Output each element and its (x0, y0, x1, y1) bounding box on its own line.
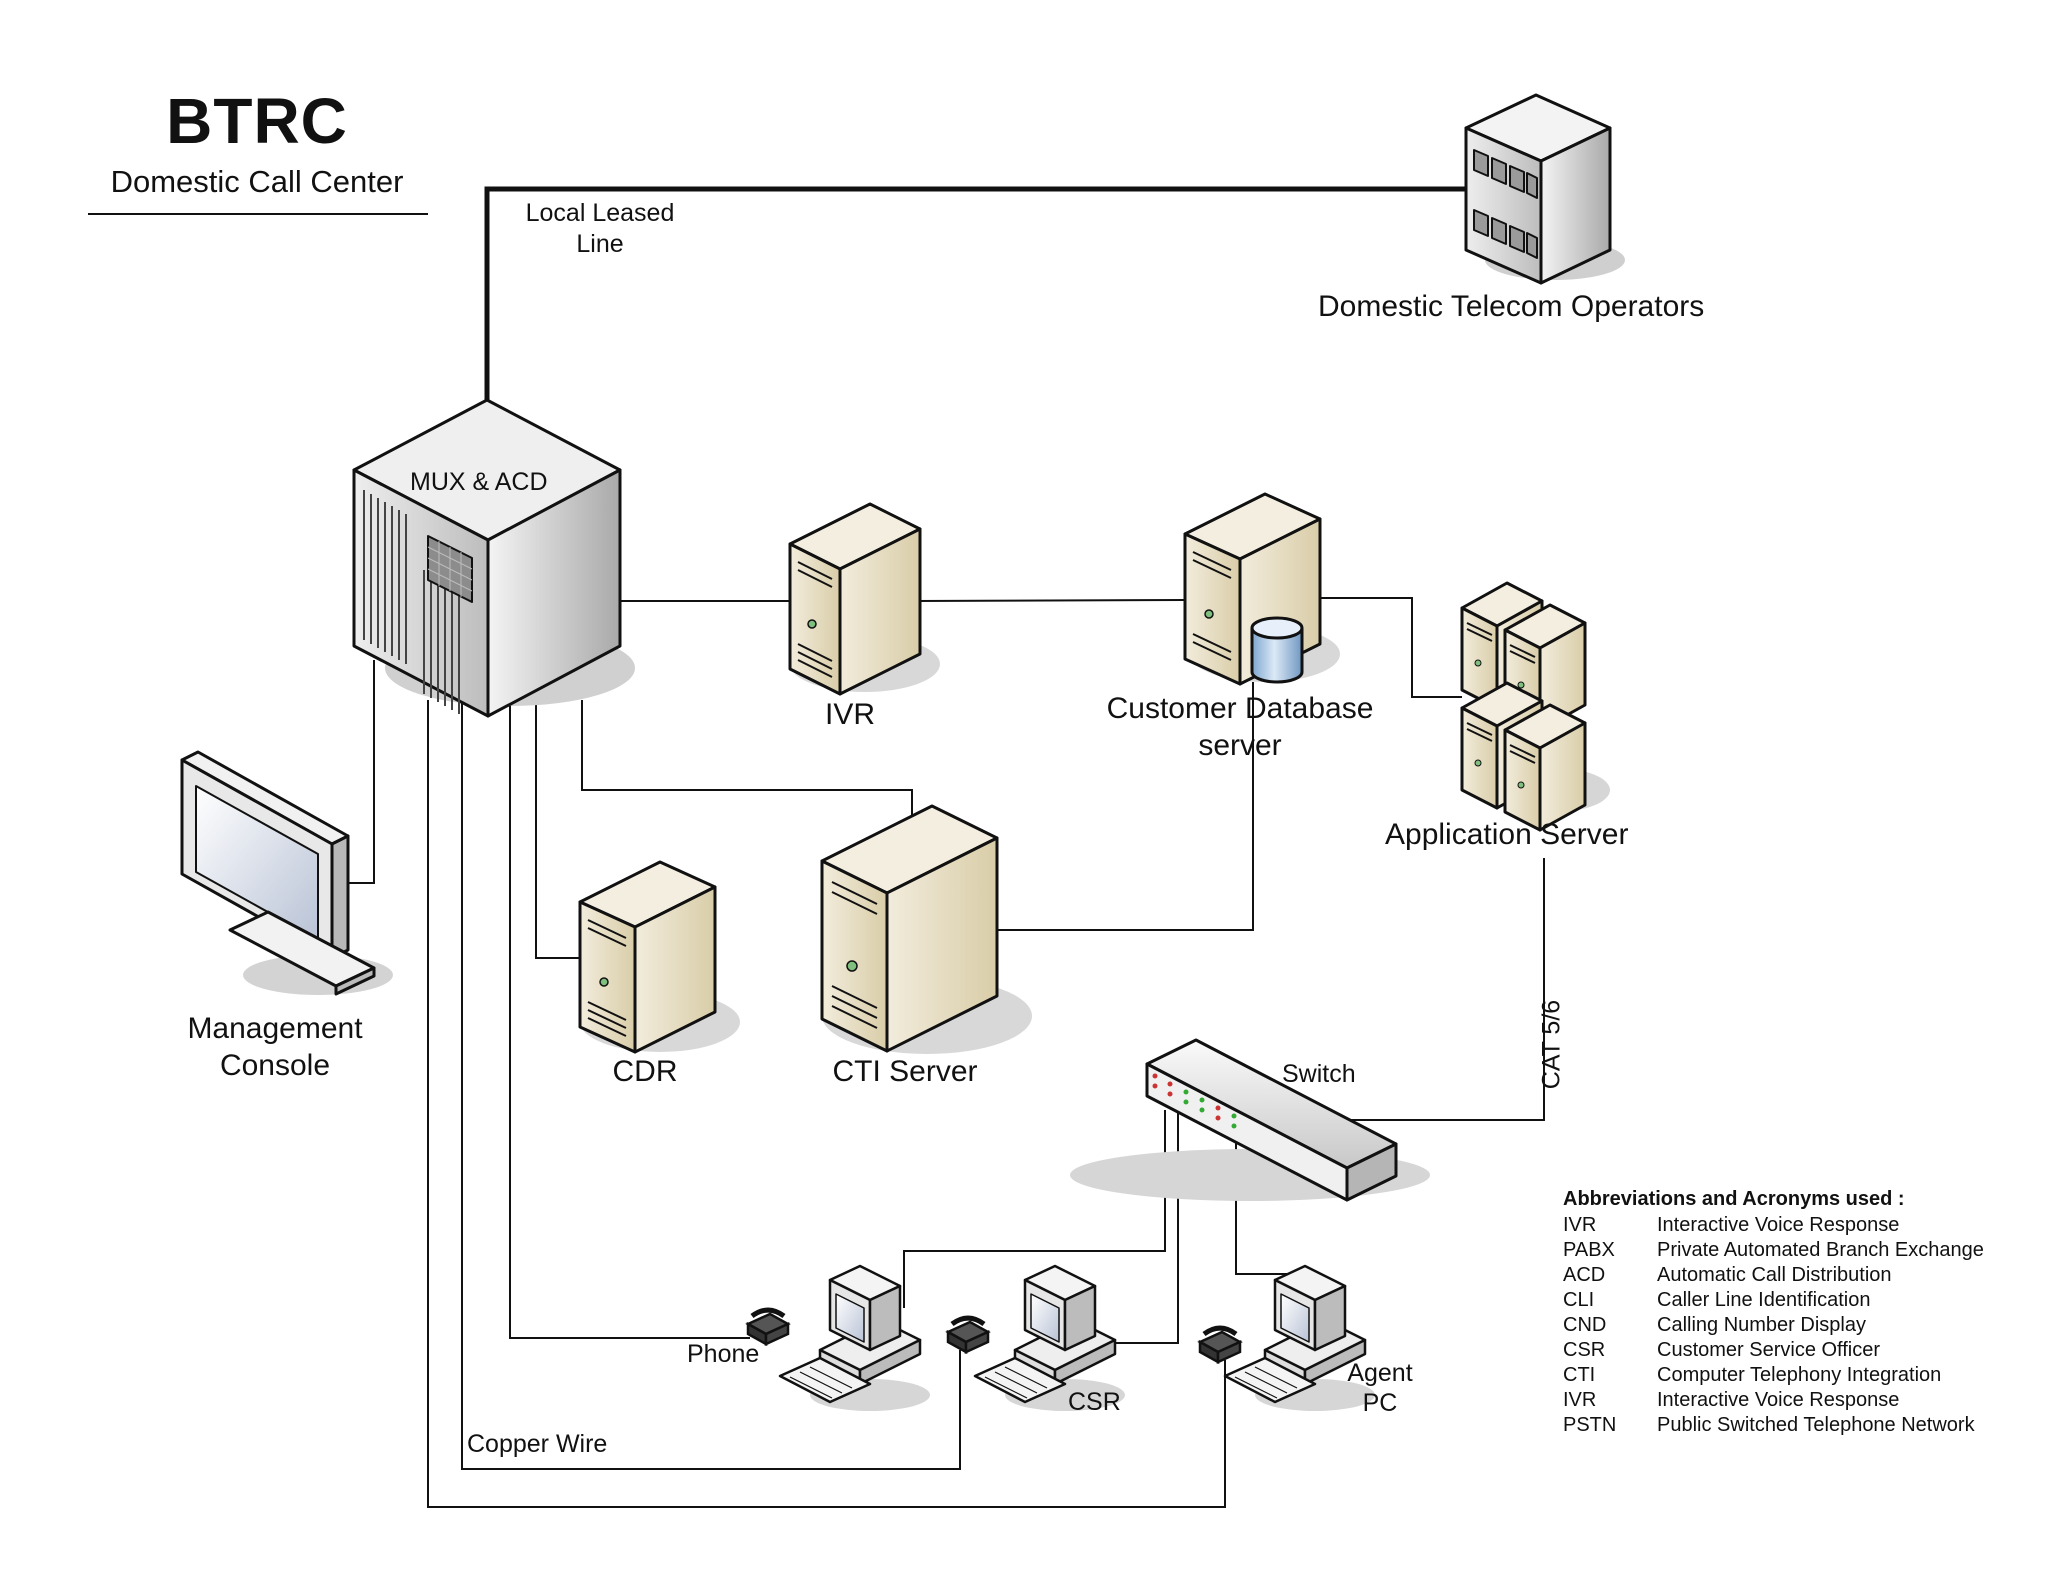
network-switch-icon (1070, 1038, 1430, 1202)
diagram-subtitle: Domestic Call Center (110, 164, 404, 199)
desk-phone-3-icon (1197, 1325, 1243, 1365)
link-app-switch (1340, 858, 1545, 1121)
cdr-label: CDR (612, 1055, 678, 1088)
legend-definition: Interactive Voice Response (1657, 1214, 1900, 1236)
database-label: Customer Database server (1106, 692, 1374, 762)
legend-abbr: IVR (1563, 1214, 1597, 1236)
phone-label: Phone (687, 1340, 760, 1368)
legend-definition: Computer Telephony Integration (1657, 1364, 1942, 1386)
legend-definition: Customer Service Officer (1657, 1339, 1881, 1361)
link-mux-console (344, 660, 375, 884)
link-switch-pc-2 (1105, 1110, 1179, 1344)
workstation-pc-1-icon (778, 1264, 930, 1411)
copper-wire-label: Copper Wire (467, 1430, 608, 1458)
legend-definition: Automatic Call Distribution (1657, 1264, 1892, 1286)
workstation-pc-3-icon (1223, 1264, 1375, 1411)
legend-row: CSR Customer Service Officer (1563, 1338, 2033, 1363)
legend-row: IVR Interactive Voice Response (1563, 1213, 2033, 1238)
switch-label: Switch (1282, 1060, 1356, 1088)
leased-line (484, 186, 1478, 402)
legend-abbr: CLI (1563, 1289, 1595, 1311)
workstation-pc-2-icon (973, 1264, 1125, 1411)
legend-row: CTI Computer Telephony Integration (1563, 1363, 2033, 1388)
connection-lines (344, 186, 1545, 1508)
operators-building-icon (1464, 93, 1625, 285)
cti-label: CTI Server (832, 1055, 978, 1088)
link-database-cti (990, 682, 1254, 931)
agent-pc-label: Agent PC (1347, 1359, 1413, 1417)
diagram-title: BTRC (166, 85, 348, 157)
legend-row: IVR Interactive Voice Response (1563, 1388, 2033, 1413)
legend-abbr: CTI (1563, 1364, 1596, 1386)
app-server-label: Application Server (1385, 818, 1629, 851)
console-label: Management Console (187, 1012, 363, 1082)
legend-definition: Caller Line Identification (1657, 1289, 1871, 1311)
legend-abbr: ACD (1563, 1264, 1606, 1286)
legend-abbr: PABX (1563, 1239, 1615, 1261)
mux-acd-cabinet-icon (352, 398, 635, 718)
abbreviations-legend: Abbreviations and Acronyms used : IVR Int… (1563, 1188, 2033, 1438)
link-database-app (1305, 597, 1462, 698)
legend-definition: Public Switched Telephone Network (1657, 1414, 1975, 1436)
legend-abbr: PSTN (1563, 1414, 1617, 1436)
link-phone-1 (509, 700, 750, 1339)
link-mux-cti (581, 700, 913, 815)
legend-abbr: CND (1563, 1314, 1607, 1336)
ivr-label: IVR (824, 698, 875, 731)
database-cylinder-icon (1250, 616, 1304, 684)
csr-label: CSR (1068, 1388, 1121, 1416)
legend-definition: Calling Number Display (1657, 1314, 1866, 1336)
legend-row: ACD Automatic Call Distribution (1563, 1263, 2033, 1288)
desk-phone-1-icon (745, 1307, 791, 1347)
ivr-server-icon (788, 502, 940, 696)
desk-phone-2-icon (945, 1315, 991, 1355)
legend-definition: Interactive Voice Response (1657, 1389, 1900, 1411)
link-mux-cdr (535, 700, 585, 959)
legend-row: PABX Private Automated Branch Exchange (1563, 1238, 2033, 1263)
title-underline (88, 213, 428, 215)
operators-label: Domestic Telecom Operators (1318, 290, 1705, 323)
legend-row: CLI Caller Line Identification (1563, 1288, 2033, 1313)
cti-server-icon (820, 804, 1032, 1054)
management-console-monitor-icon (180, 750, 393, 996)
legend-row: CND Calling Number Display (1563, 1313, 2033, 1338)
link-ivr-database (914, 599, 1186, 602)
link-phone-3 (427, 700, 1226, 1508)
legend-abbr: CSR (1563, 1339, 1606, 1361)
legend-abbr: IVR (1563, 1389, 1597, 1411)
mux-label: MUX & ACD (410, 468, 548, 496)
cat-cable-label: CAT 5/6 (1537, 999, 1566, 1090)
cdr-server-icon (578, 860, 740, 1054)
legend-row: PSTN Public Switched Telephone Network (1563, 1413, 2033, 1438)
legend-definition: Private Automated Branch Exchange (1657, 1239, 1984, 1261)
link-phone-2 (461, 700, 961, 1470)
legend-heading: Abbreviations and Acronyms used : (1563, 1188, 1905, 1210)
application-server-icon (1460, 581, 1610, 832)
leased-line-label: Local Leased Line (525, 199, 675, 258)
